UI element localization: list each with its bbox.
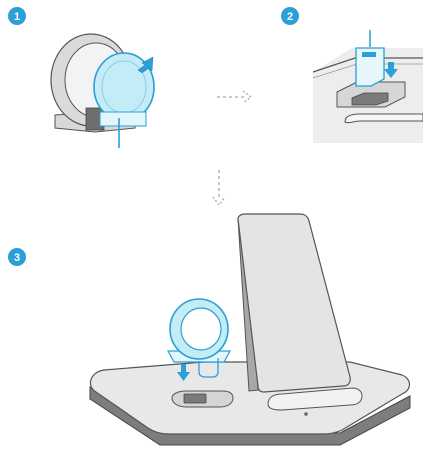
step-3-badge: 3 — [8, 248, 26, 266]
step-2-badge: 2 — [281, 7, 299, 25]
step-2-badge-number: 2 — [287, 11, 293, 23]
step-2: 2 — [281, 7, 423, 143]
step-1-illustration — [51, 34, 154, 148]
charging-puck-foot — [100, 112, 146, 126]
adapter-plug-tab — [362, 52, 376, 57]
watch-recess-port — [184, 394, 206, 403]
flow-arrow-down — [213, 170, 225, 205]
step-3-illustration — [90, 214, 410, 445]
step-2-illustration — [313, 30, 423, 143]
step-1-badge-number: 1 — [14, 11, 20, 23]
flow-arrow-right — [217, 91, 251, 103]
step-1-badge: 1 — [8, 7, 26, 25]
step-3-badge-number: 3 — [14, 252, 20, 264]
led-indicator — [304, 412, 308, 416]
dock-slot — [345, 114, 423, 123]
step-1: 1 — [8, 7, 154, 148]
watch-charger-center — [181, 308, 221, 350]
step-3: 3 — [8, 214, 410, 445]
